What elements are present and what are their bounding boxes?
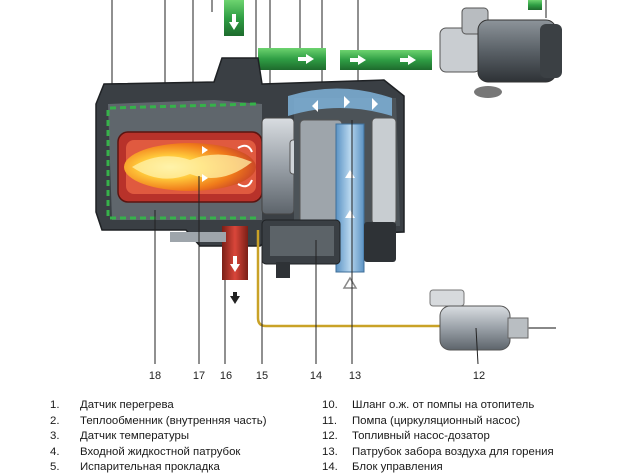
callout-13: 13	[349, 370, 361, 382]
legend: 1.Датчик перегрева 2.Теплообменник (внут…	[0, 398, 634, 476]
legend-column-right: 10.Шланг о.ж. от помпы на отопитель 11.П…	[322, 398, 634, 476]
air-intake-duct	[335, 123, 365, 289]
callout-12: 12	[473, 370, 485, 382]
circulation-pump	[439, 7, 562, 98]
legend-item: 10.Шланг о.ж. от помпы на отопитель	[322, 399, 535, 411]
legend-item: 4.Входной жидкостной патрубок	[50, 445, 241, 458]
heater-diagram: 18 17 16 15 14 13 12	[95, 0, 562, 382]
legend-column-left: 1.Датчик перегрева 2.Теплообменник (внут…	[50, 398, 310, 476]
mounting-bracket	[170, 232, 226, 242]
callout-14: 14	[310, 370, 322, 382]
legend-item: 14.Блок управления	[322, 461, 443, 474]
legend-item: 2.Теплообменник (внутренняя часть)	[50, 414, 267, 427]
exhaust-pipe	[222, 226, 248, 304]
pump-outlet-hose	[528, 0, 542, 10]
bottom-leader-lines	[154, 120, 353, 364]
legend-item: 11.Помпа (циркуляционный насос)	[322, 414, 521, 427]
legend-item: 3.Датчик температуры	[50, 430, 190, 443]
legend-item: 1.Датчик перегрева	[50, 399, 174, 411]
control-unit	[261, 219, 396, 278]
legend-item: 13.Патрубок забора воздуха для горения	[322, 445, 554, 458]
coolant-outlet-pipe	[258, 48, 432, 70]
callout-17: 17	[193, 370, 205, 382]
callout-16: 16	[220, 370, 232, 382]
legend-item: 12.Топливный насос-дозатор	[322, 430, 490, 443]
fuel-line	[256, 230, 440, 328]
coolant-inlet-pipe	[224, 0, 244, 36]
combustion-chamber	[117, 131, 263, 203]
fuel-dosing-pump	[429, 289, 556, 365]
callout-15: 15	[256, 370, 268, 382]
callout-18: 18	[149, 370, 161, 382]
legend-item: 5.Испарительная прокладка	[50, 461, 220, 474]
